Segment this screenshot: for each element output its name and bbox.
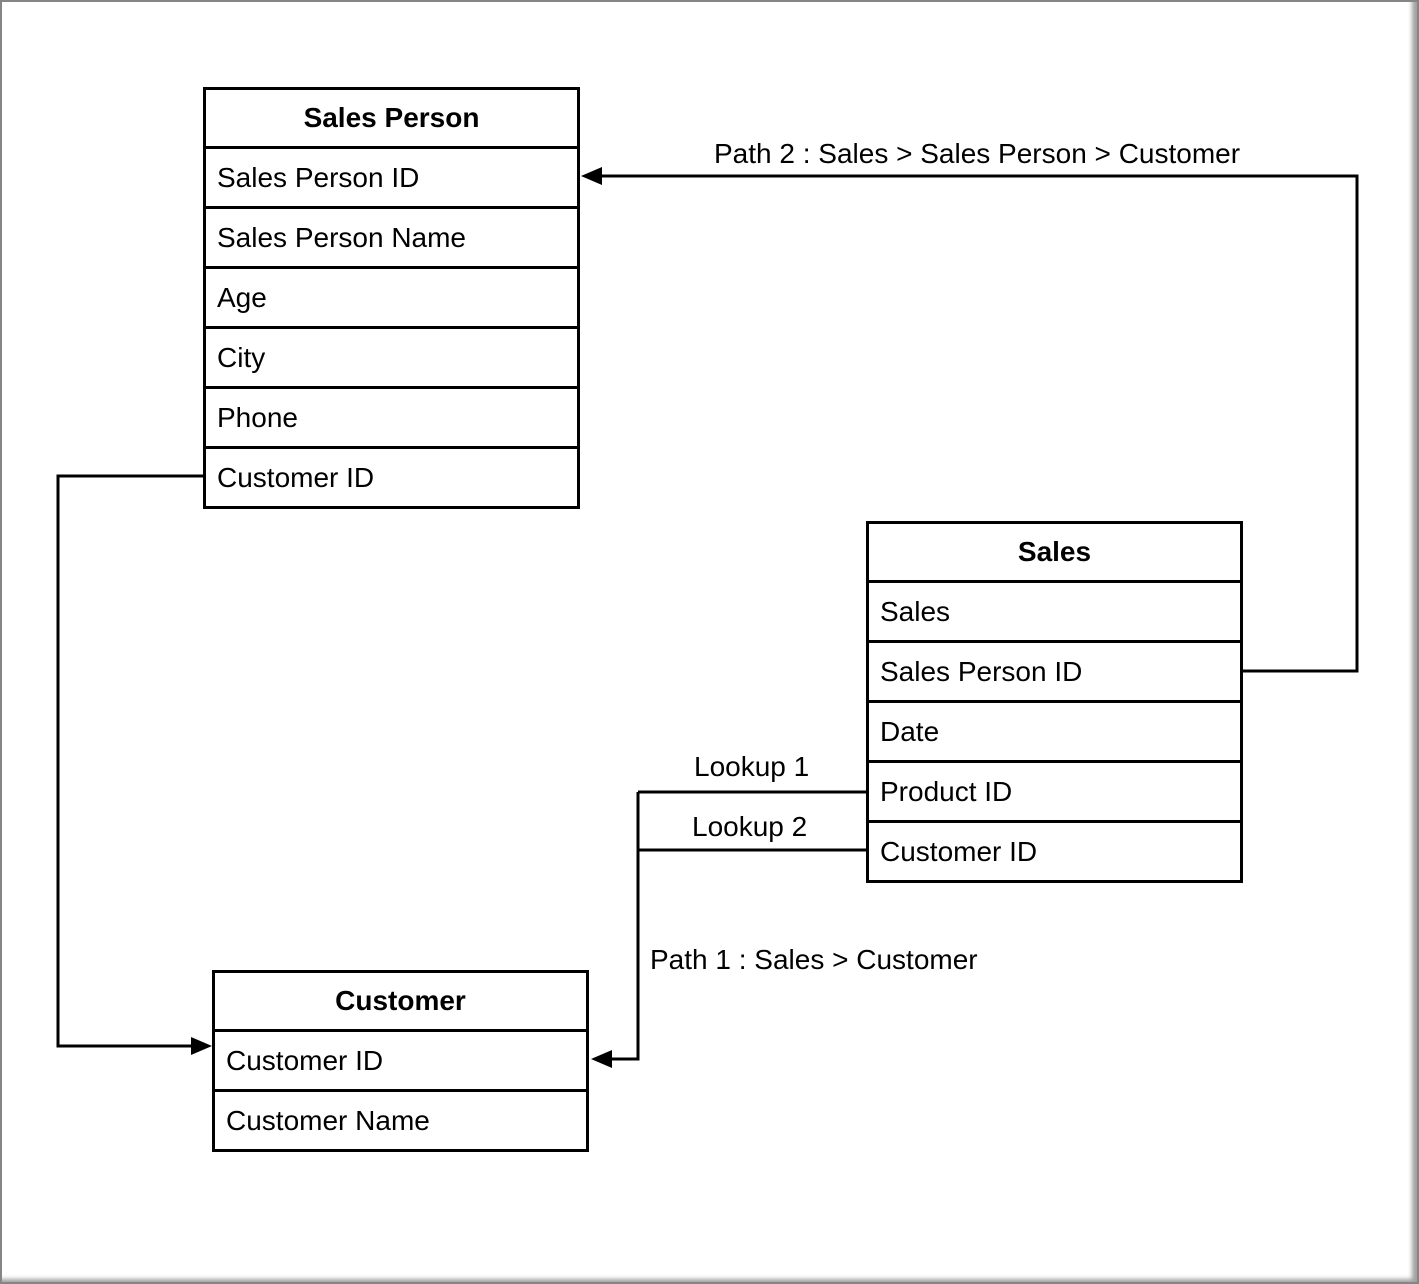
salesperson-customer-arrowhead: [191, 1037, 212, 1055]
salesperson-customer-connector-line: [56, 474, 203, 1048]
sales-person-table: Sales Person Sales Person ID Sales Perso…: [203, 87, 580, 509]
table-row: City: [206, 326, 577, 386]
customer-table: Customer Customer ID Customer Name: [212, 970, 589, 1152]
sales-table-title: Sales: [1017, 536, 1092, 567]
sales-person-table-title: Sales Person: [303, 102, 480, 133]
table-row: Product ID: [869, 760, 1240, 820]
table-row: Sales: [869, 580, 1240, 640]
customer-table-title: Customer: [335, 985, 466, 1016]
lookup2-label: Lookup 2: [692, 811, 808, 842]
path1-connector-line: [610, 792, 640, 1061]
table-row: Phone: [206, 386, 577, 446]
table-row: Customer ID: [215, 1029, 586, 1089]
table-row: Age: [206, 266, 577, 326]
path2-arrowhead: [581, 167, 602, 185]
sales-table: Sales Sales Sales Person ID Date Product…: [866, 521, 1243, 883]
table-row: Date: [869, 700, 1240, 760]
table-row: Sales Person ID: [869, 640, 1240, 700]
table-row: Customer ID: [206, 446, 577, 506]
path2-connector-line: [600, 174, 1359, 673]
table-row: Customer Name: [215, 1089, 586, 1149]
table-row: Sales Person Name: [206, 206, 577, 266]
path2-label: Path 2 : Sales > Sales Person > Customer: [714, 138, 1241, 169]
lookup1-label: Lookup 1: [694, 751, 810, 782]
table-row: Customer ID: [869, 820, 1240, 880]
path1-arrowhead: [591, 1050, 612, 1068]
table-row: Sales Person ID: [206, 146, 577, 206]
path1-label: Path 1 : Sales > Customer: [650, 944, 978, 975]
